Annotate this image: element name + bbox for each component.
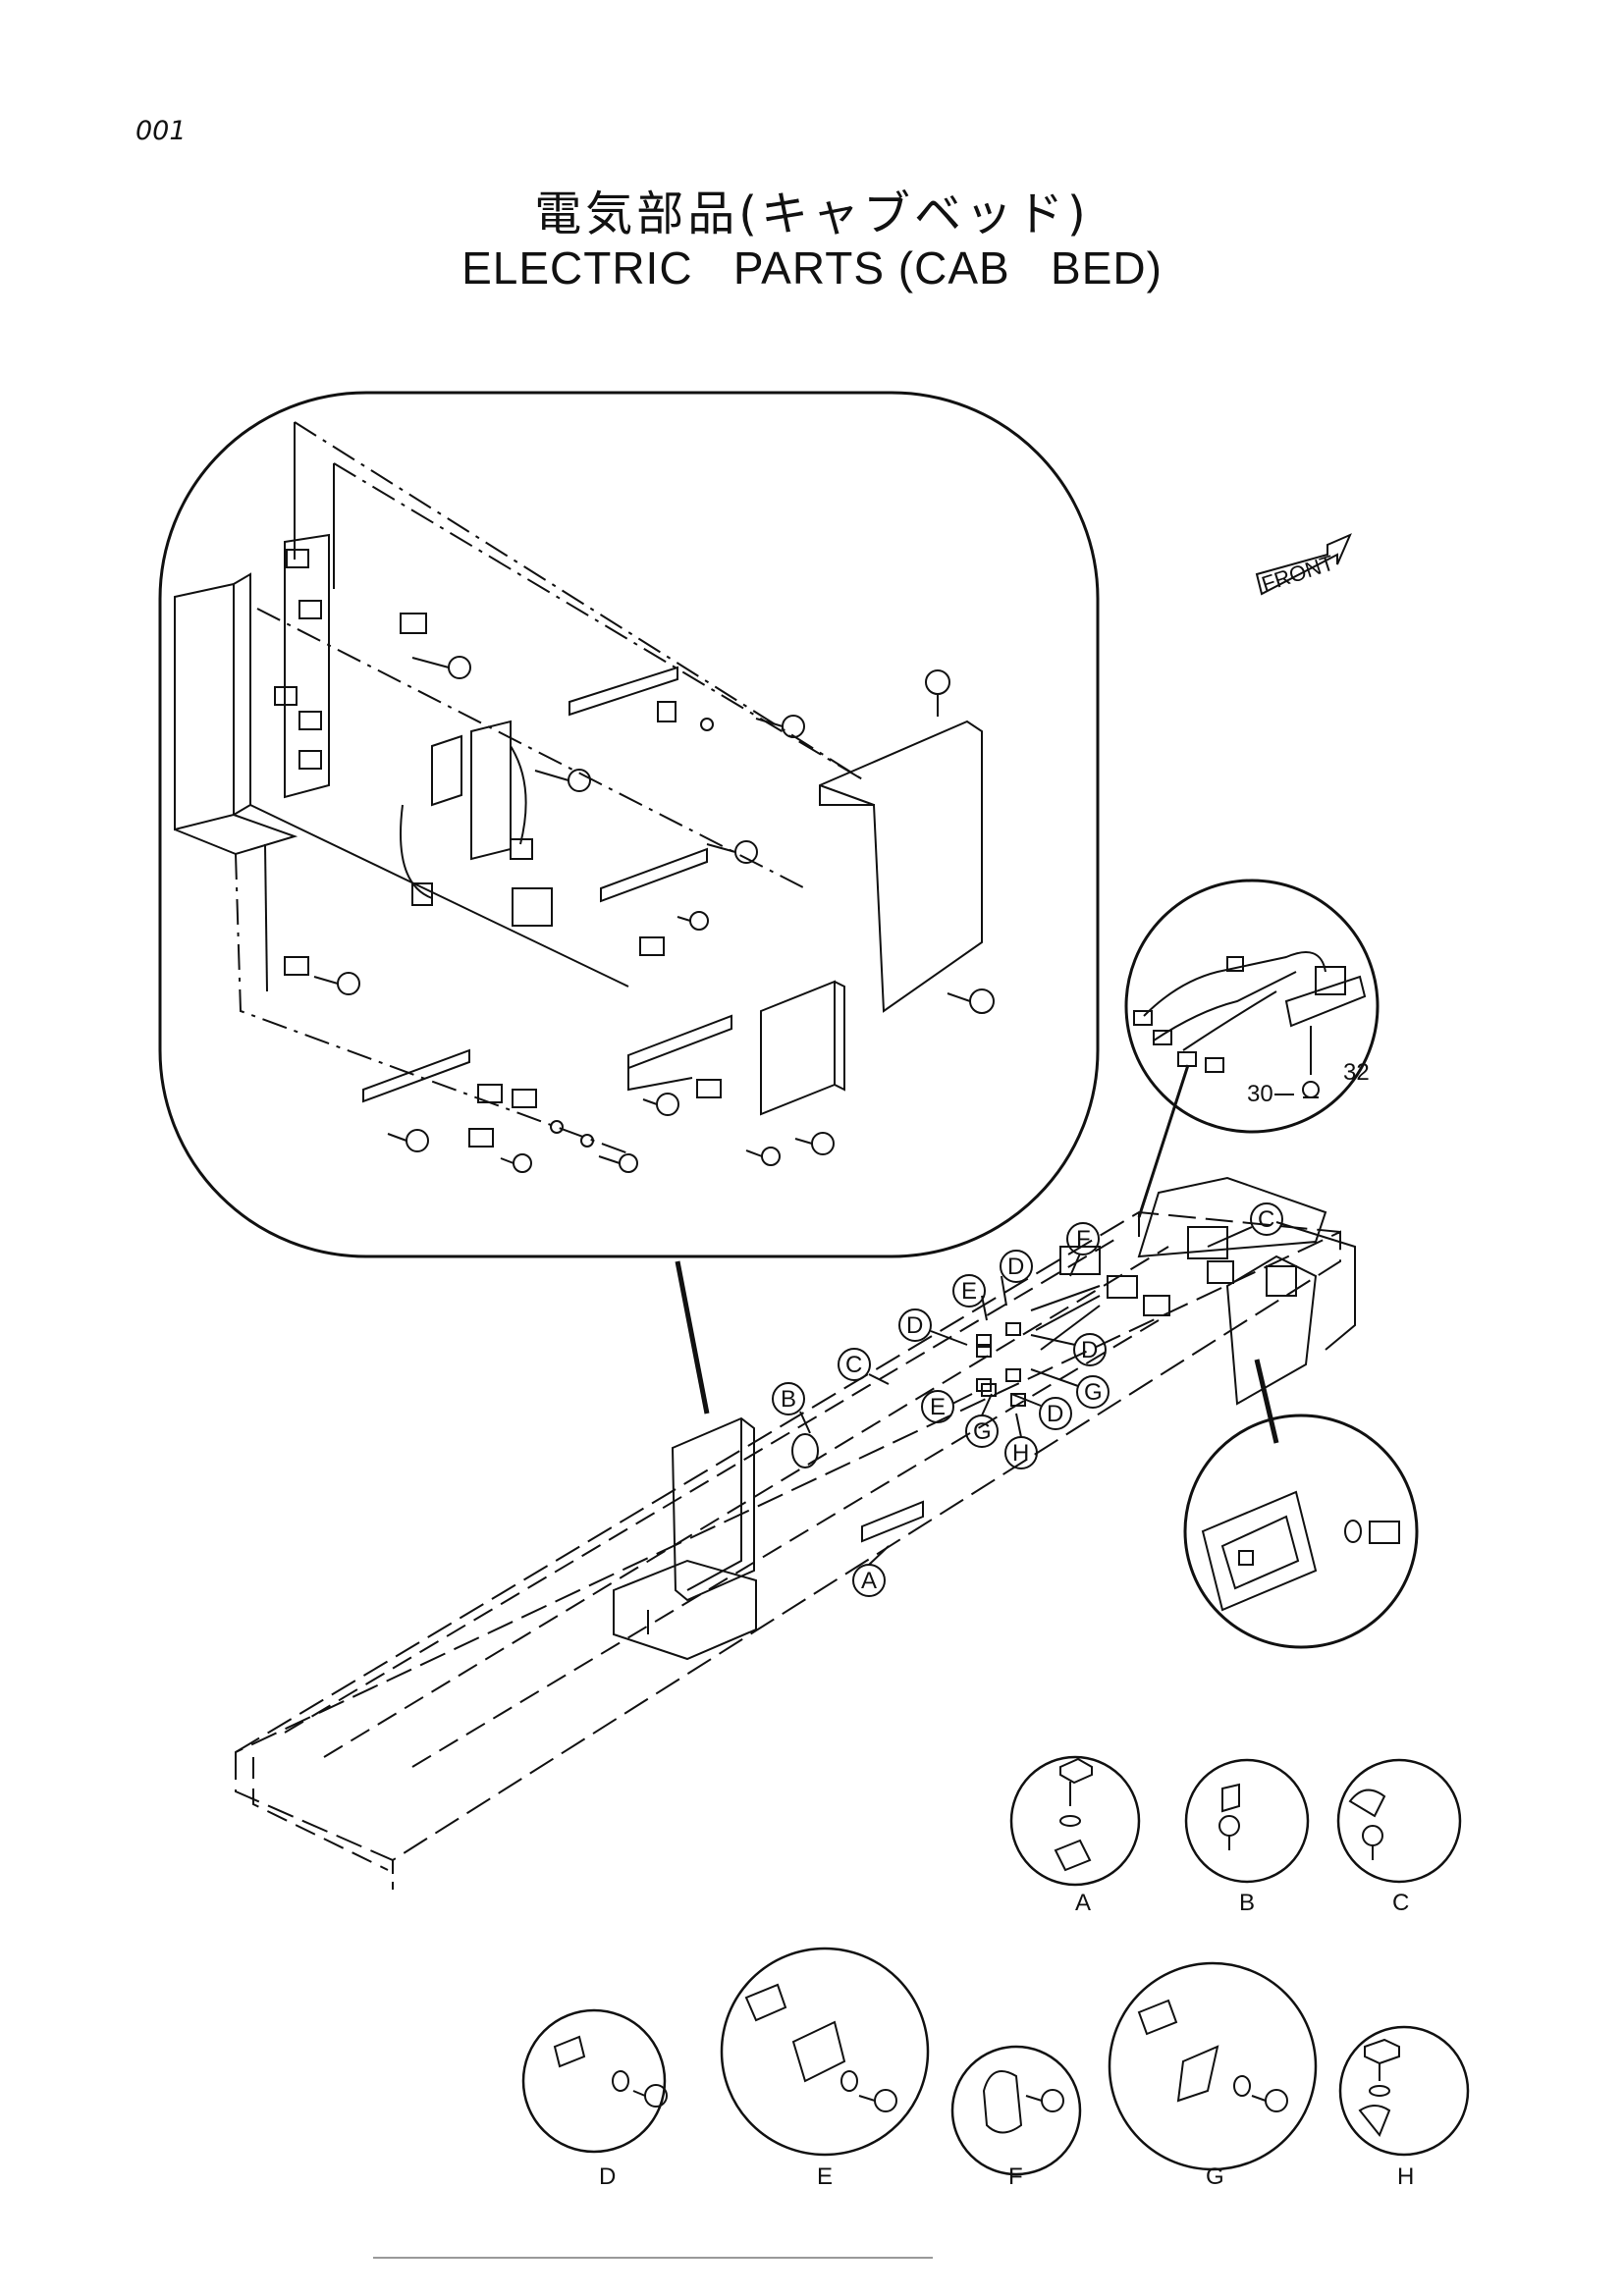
front-arrow-icon: FRONT	[1255, 533, 1352, 597]
callouts: A B C C D D D D E E F G G H	[772, 1202, 1283, 1597]
cab-bed-assembly	[235, 1064, 1356, 1890]
harness-detail-bubble	[1124, 879, 1380, 1134]
callout-f: F	[1076, 1226, 1091, 1253]
detail-view-d	[521, 2008, 668, 2154]
screw-icon	[947, 988, 995, 1014]
detail-label-h: H	[1397, 2163, 1414, 2190]
callout-c: C	[1258, 1206, 1274, 1233]
part-number-32: 32	[1343, 1059, 1370, 1086]
bolt-icon	[313, 972, 360, 995]
bolt-icon	[534, 769, 591, 792]
detail-label-g: G	[1206, 2163, 1224, 2190]
switch-detail-bubble	[1183, 1414, 1419, 1649]
callout-d: D	[1081, 1337, 1098, 1363]
title-japanese: 電気部品(キャブベッド)	[534, 187, 1090, 241]
bolt-icon	[677, 911, 709, 931]
front-label: FRONT	[1259, 551, 1337, 597]
callout-d: D	[1007, 1254, 1024, 1280]
title-english: ELECTRIC PARTS (CAB BED)	[461, 242, 1163, 294]
callout-h: H	[1012, 1440, 1029, 1467]
detail-view-h	[1338, 2025, 1470, 2157]
detail-view-g	[1108, 1961, 1318, 2171]
callout-g: G	[1084, 1379, 1103, 1406]
detail-label-b: B	[1239, 1890, 1255, 1916]
callout-d: D	[1047, 1401, 1063, 1427]
detail-view-c	[1336, 1758, 1462, 1884]
bolt-icon	[598, 1153, 638, 1173]
callout-d: D	[906, 1312, 923, 1339]
screw-icon	[925, 669, 950, 717]
bolt-icon	[794, 1132, 835, 1155]
callout-c: C	[845, 1352, 862, 1378]
detail-label-c: C	[1392, 1890, 1409, 1916]
detail-label-a: A	[1075, 1890, 1091, 1916]
bolt-icon	[500, 1153, 532, 1173]
detail-label-f: F	[1008, 2163, 1023, 2190]
detail-view-f	[950, 2045, 1082, 2176]
callout-g: G	[973, 1418, 992, 1445]
part-number-30: 30	[1247, 1081, 1273, 1107]
detail-label-d: D	[599, 2163, 616, 2190]
bolt-icon	[706, 840, 758, 864]
bolt-icon	[387, 1129, 429, 1152]
callout-b: B	[781, 1386, 796, 1413]
main-detail-bubble	[158, 391, 1100, 1258]
callout-e: E	[961, 1278, 977, 1305]
callout-a: A	[861, 1568, 877, 1594]
page-number: 001	[135, 116, 187, 146]
detail-view-a	[1009, 1755, 1141, 1887]
bolt-icon	[755, 715, 805, 738]
bolt-icon	[411, 656, 471, 679]
bolt-icon	[642, 1093, 679, 1116]
detail-view-b	[1184, 1758, 1310, 1884]
detail-view-e	[720, 1947, 930, 2157]
bolt-icon	[745, 1147, 781, 1166]
detail-label-e: E	[817, 2163, 833, 2190]
callout-e: E	[930, 1394, 946, 1420]
screw-icon	[1302, 1081, 1320, 1098]
